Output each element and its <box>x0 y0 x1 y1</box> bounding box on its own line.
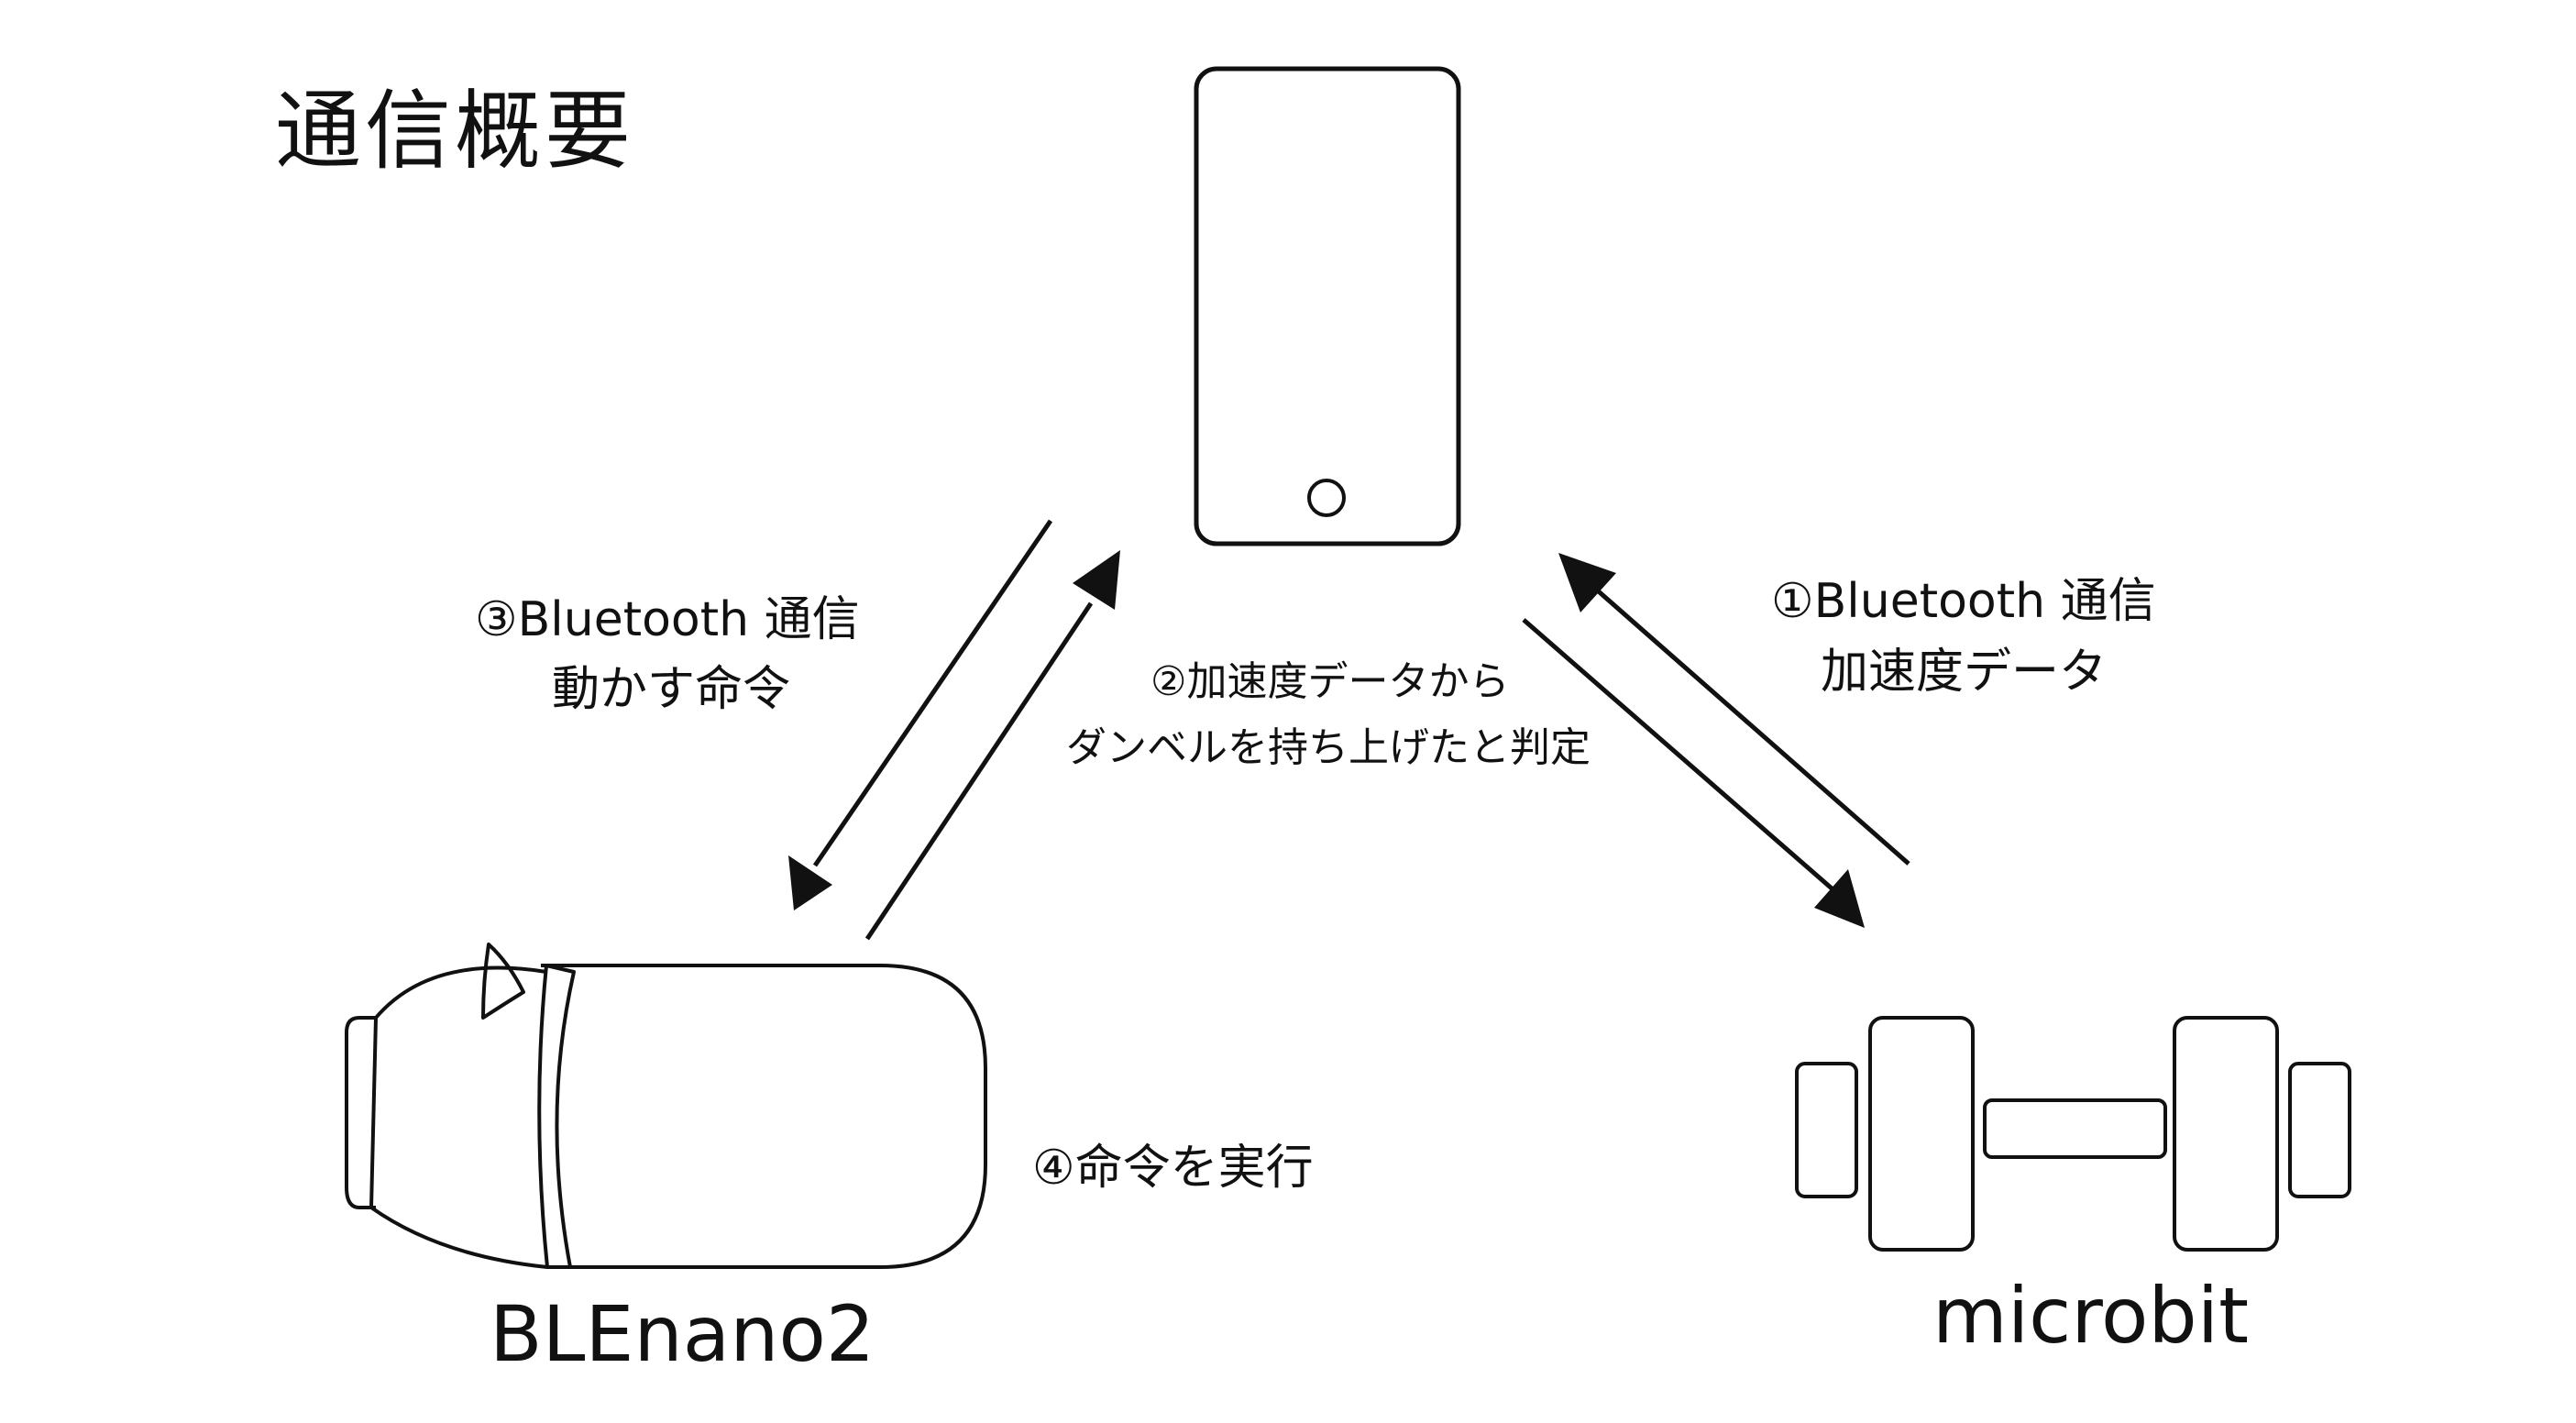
arrow-phone-to-blenano <box>788 519 1053 910</box>
smartphone-icon <box>1194 66 1461 546</box>
step2-label-line1: ②加速度データから <box>1150 658 1510 705</box>
step1-label-line1: ①Bluetooth 通信 <box>1771 574 2156 629</box>
arrow-phone-to-microbit <box>1522 618 1865 928</box>
blenano-device-icon <box>345 943 987 1269</box>
step3-label-line2: 動かす命令 <box>552 662 791 717</box>
diagram-title: 通信概要 <box>275 82 635 182</box>
arrow-microbit-to-phone <box>1558 553 1910 866</box>
dumbbell-icon <box>1795 1016 2351 1252</box>
step2-label-line2: ダンベルを持ち上げたと判定 <box>1066 724 1591 771</box>
microbit-device-label: microbit <box>1932 1271 2250 1361</box>
step4-label: ④命令を実行 <box>1032 1141 1314 1196</box>
step1-label-line2: 加速度データ <box>1821 645 2108 700</box>
arrow-blenano-to-phone <box>864 550 1120 941</box>
step3-label-line1: ③Bluetooth 通信 <box>475 592 860 647</box>
blenano-device-label: BLEnano2 <box>490 1289 875 1379</box>
